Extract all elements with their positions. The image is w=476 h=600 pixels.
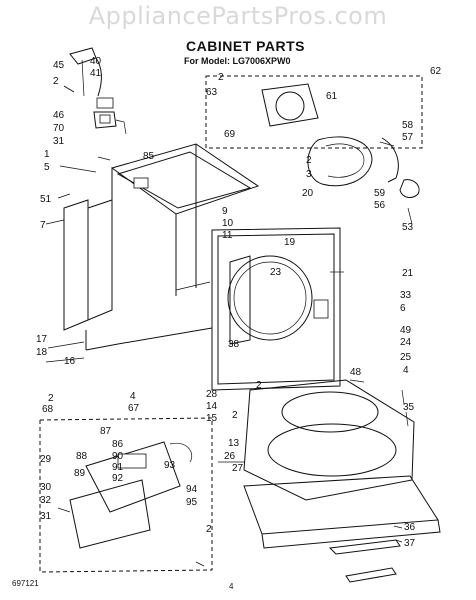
callout: 3 — [306, 169, 312, 180]
callout: 56 — [374, 200, 386, 211]
callout: 40 — [90, 56, 102, 67]
callout: 91 — [112, 462, 124, 473]
callout: 69 — [224, 129, 236, 140]
callout: 93 — [164, 460, 176, 471]
callout: 57 — [402, 132, 414, 143]
callout: 4 — [130, 391, 136, 402]
callout-labels: 45 40 41 2 46 70 31 62 63 2 61 69 58 57 … — [36, 56, 442, 549]
callout: 31 — [40, 511, 52, 522]
terminal-block-group — [63, 47, 127, 135]
callout: 38 — [228, 339, 240, 350]
callout: 31 — [53, 136, 65, 147]
callout: 2 — [306, 155, 312, 166]
callout: 2 — [48, 393, 54, 404]
callout: 58 — [402, 120, 414, 131]
callout: 2 — [232, 410, 238, 421]
callout: 41 — [90, 68, 102, 79]
callout: 6 — [400, 303, 406, 314]
callout: 51 — [40, 194, 52, 205]
callout: 94 — [186, 484, 198, 495]
callout: 14 — [206, 401, 218, 412]
callout: 37 — [404, 538, 416, 549]
callout: 10 — [222, 218, 234, 229]
callout: 13 — [228, 438, 240, 449]
callout: 35 — [403, 402, 415, 413]
callout: 88 — [76, 451, 88, 462]
motor-and-belt — [205, 75, 423, 198]
callout: 2 — [218, 72, 224, 83]
callout: 63 — [206, 87, 218, 98]
page-number: 4 — [229, 582, 234, 591]
callout: 20 — [302, 188, 314, 199]
callout: 23 — [270, 267, 282, 278]
callout: 87 — [100, 426, 112, 437]
callout: 33 — [400, 290, 412, 301]
callout: 85 — [143, 151, 155, 162]
callout: 86 — [112, 439, 124, 450]
callout: 95 — [186, 497, 198, 508]
callout: 49 — [400, 325, 412, 336]
callout: 26 — [224, 451, 236, 462]
callout: 7 — [40, 220, 46, 231]
callout: 48 — [350, 367, 362, 378]
cabinet-box — [63, 143, 260, 351]
callout: 46 — [53, 110, 65, 121]
watermark: AppliancePartsPros.com — [88, 2, 388, 30]
callout: 4 — [403, 365, 409, 376]
callout: 67 — [128, 403, 140, 414]
callout: 53 — [402, 222, 414, 233]
callout: 5 — [44, 162, 50, 173]
callout: 25 — [400, 352, 412, 363]
diagram-title: CABINET PARTS — [186, 38, 306, 54]
footer-code: 697121 — [12, 579, 39, 588]
callout: 9 — [222, 206, 228, 217]
callout: 30 — [40, 482, 52, 493]
callout: 17 — [36, 334, 48, 345]
callout: 89 — [74, 468, 86, 479]
callout: 28 — [206, 389, 218, 400]
callout: 16 — [64, 356, 76, 367]
callout: 2 — [53, 76, 59, 87]
callout: 18 — [36, 347, 48, 358]
cabinet-base — [243, 379, 441, 583]
callout: 2 — [206, 524, 212, 535]
callout: 11 — [222, 230, 233, 241]
callout: 21 — [402, 268, 414, 279]
callout: 61 — [326, 91, 338, 102]
leader-lines — [45, 141, 413, 567]
callout: 27 — [232, 463, 244, 474]
callout: 2 — [256, 380, 262, 391]
diagram-subtitle: For Model: LG7006XPW0 — [184, 56, 291, 66]
callout: 1 — [44, 149, 50, 160]
callout: 45 — [53, 60, 65, 71]
callout: 24 — [400, 337, 412, 348]
callout: 19 — [284, 237, 296, 248]
callout: 90 — [112, 451, 124, 462]
callout: 29 — [40, 454, 52, 465]
callout: 15 — [206, 413, 218, 424]
callout: 70 — [53, 123, 65, 134]
callout: 92 — [112, 473, 124, 484]
callout: 32 — [40, 495, 52, 506]
callout: 59 — [374, 188, 386, 199]
callout: 36 — [404, 522, 416, 533]
callout: 68 — [42, 404, 54, 415]
callout: 62 — [430, 66, 442, 77]
lower-left-inset — [39, 417, 213, 573]
front-panel — [211, 227, 341, 391]
